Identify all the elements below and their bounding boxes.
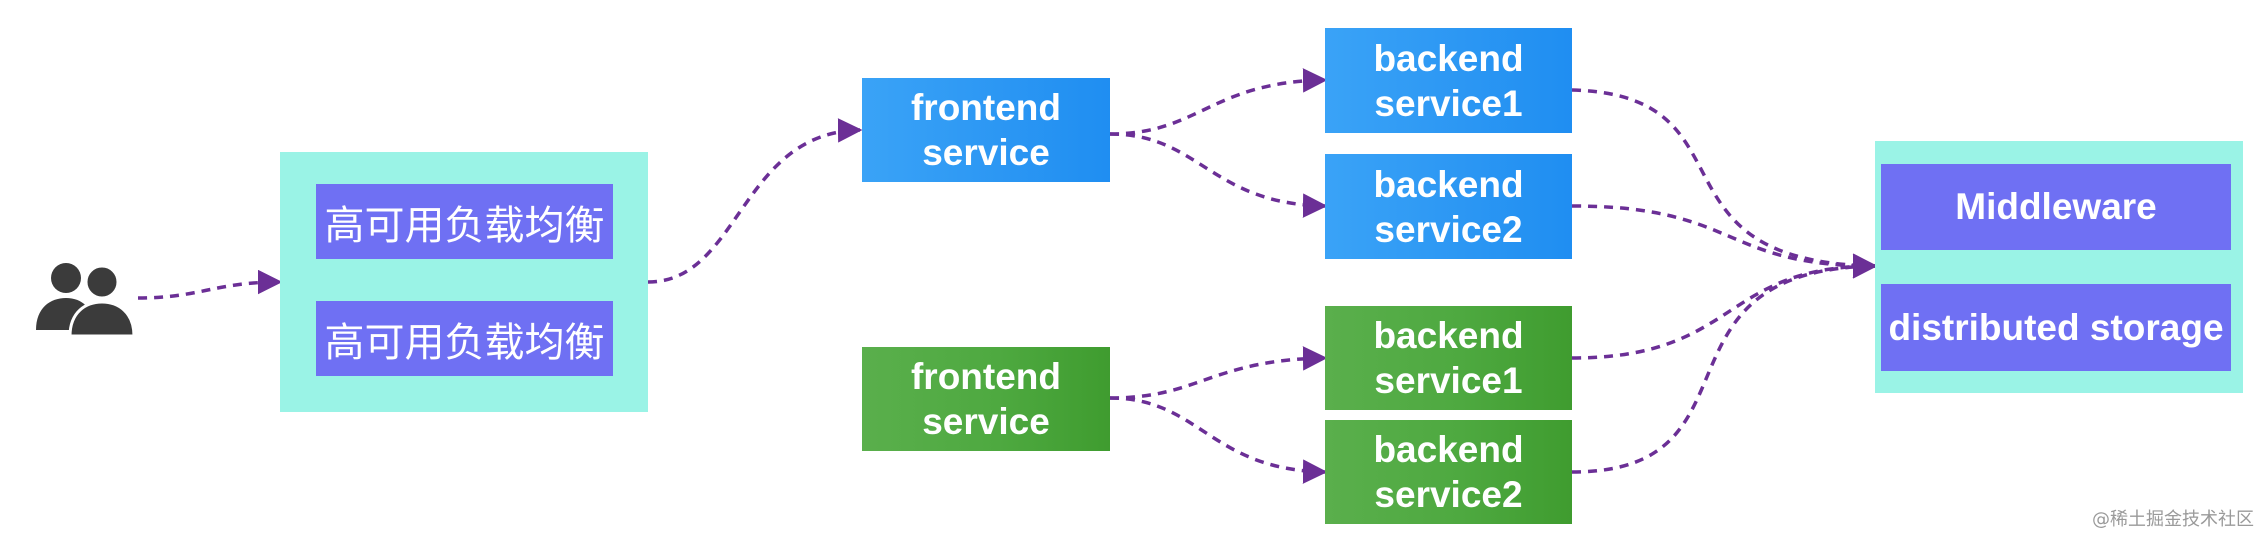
watermark-text: @稀土掘金技术社区 xyxy=(2092,509,2254,530)
edge-frontend-green-to-backend2 xyxy=(1109,396,1328,484)
distributed-storage-box: distributed storage xyxy=(1881,284,2231,371)
edge-backend-green1-to-storage xyxy=(1571,253,1878,360)
load-balancer-2: 高可用负载均衡 xyxy=(316,301,613,376)
middleware-box: Middleware xyxy=(1881,164,2231,250)
frontend-service-green: frontend service xyxy=(862,347,1110,451)
edge-backend-blue2-to-storage xyxy=(1571,204,1878,279)
edge-lb-to-frontend-blue xyxy=(647,118,863,284)
edge-frontend-green-to-backend1 xyxy=(1109,346,1328,400)
edge-backend-green2-to-storage xyxy=(1571,254,1878,474)
edge-frontend-blue-to-backend1 xyxy=(1109,68,1328,136)
load-balancer-1: 高可用负载均衡 xyxy=(316,184,613,259)
backend-service1-green: backend service1 xyxy=(1325,306,1572,410)
edge-frontend-blue-to-backend2 xyxy=(1109,132,1328,218)
backend-service2-blue: backend service2 xyxy=(1325,154,1572,259)
storage-group: Middleware distributed storage xyxy=(1875,141,2243,393)
frontend-service-blue: frontend service xyxy=(862,78,1110,182)
edge-users-to-lb xyxy=(137,269,283,300)
load-balancer-group: 高可用负载均衡 高可用负载均衡 xyxy=(280,152,648,412)
edge-backend-blue1-to-storage xyxy=(1571,88,1878,278)
backend-service1-blue: backend service1 xyxy=(1325,28,1572,133)
users-icon xyxy=(36,263,136,338)
backend-service2-green: backend service2 xyxy=(1325,420,1572,524)
